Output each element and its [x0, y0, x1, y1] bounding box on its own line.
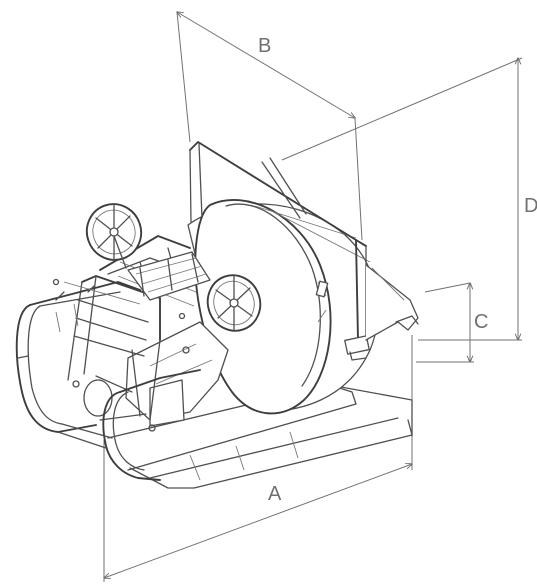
dimension-label-b: B — [258, 35, 271, 57]
front-bumper — [15, 281, 201, 481]
cross-bars — [52, 278, 186, 320]
dimension-label-c: C — [474, 311, 488, 333]
lifting-frame — [189, 141, 370, 361]
dimension-c — [416, 283, 474, 362]
drum-body — [187, 199, 379, 415]
dimension-lines — [104, 12, 523, 582]
concrete-skip — [15, 141, 419, 489]
discharge-arm — [365, 264, 419, 341]
dimension-label-d: D — [524, 195, 537, 217]
handwheel-right — [206, 274, 262, 332]
gear-housing — [127, 251, 211, 301]
dimension-label-a: A — [268, 483, 282, 505]
dimension-b — [177, 12, 363, 241]
handwheel-left — [85, 203, 143, 269]
